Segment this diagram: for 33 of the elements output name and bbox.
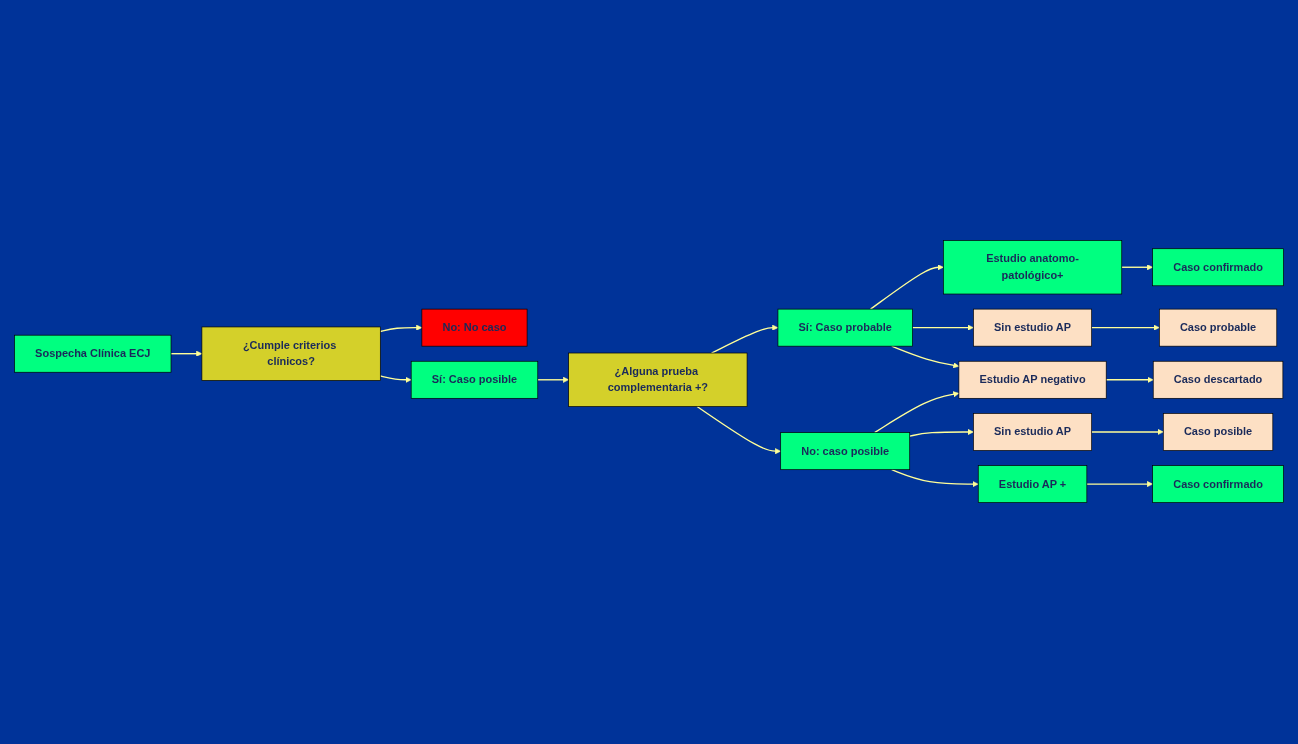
node-box: Sí: Caso posible (410, 361, 539, 400)
arrow (891, 345, 960, 369)
node-box: Caso confirmado (1152, 248, 1284, 287)
arrow (869, 264, 944, 311)
node-box: Estudio AP + (977, 465, 1088, 504)
node-box: Caso probable (1159, 309, 1278, 347)
arrow (1086, 481, 1153, 488)
node-box: Estudio AP negativo (958, 361, 1107, 400)
arrow (909, 429, 974, 438)
node-box: No: No caso (421, 309, 528, 347)
node-box: ¿Cumple criterios clínicos? (201, 327, 381, 382)
node-box: ¿Alguna prueba complementaria +? (568, 353, 748, 408)
node-box: Estudio anatomo-patológico+ (943, 240, 1123, 295)
node-box: Sí: Caso probable (777, 309, 913, 347)
arrow (873, 391, 960, 434)
arrow (911, 325, 974, 332)
arrow (170, 351, 203, 358)
node-box: Caso descartado (1152, 361, 1284, 400)
arrow (1121, 264, 1153, 271)
node-box: Sospecha Clínica ECJ (14, 335, 172, 374)
arrow (537, 377, 569, 384)
node-box: Caso posible (1162, 413, 1274, 452)
node-box: No: caso posible (780, 432, 911, 471)
node-box: Caso confirmado (1152, 465, 1284, 504)
arrow (1091, 429, 1164, 436)
arrow (696, 406, 781, 455)
arrow (1091, 325, 1160, 332)
node-box: Sin estudio AP (973, 309, 1092, 347)
node-box: Sin estudio AP (973, 413, 1092, 452)
arrow (379, 325, 423, 333)
arrow (379, 375, 412, 384)
arrow (710, 325, 779, 355)
arrow (1105, 377, 1154, 384)
